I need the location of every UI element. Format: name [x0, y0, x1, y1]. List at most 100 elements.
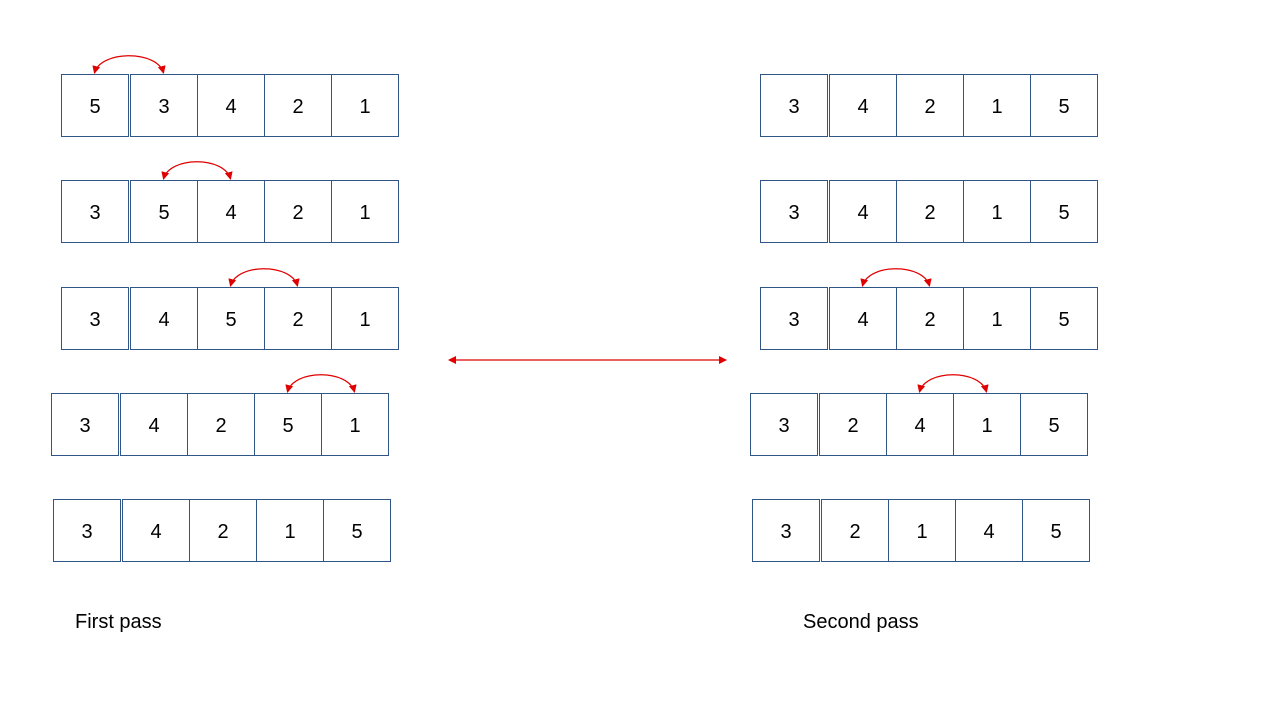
cell-box	[1030, 287, 1098, 350]
cell-value: 5	[351, 521, 362, 543]
cell-box	[51, 393, 119, 456]
cell-value: 2	[847, 415, 858, 437]
array-cell: 2	[264, 74, 332, 137]
array-cell: 2	[896, 74, 964, 137]
cell-value: 4	[150, 521, 161, 543]
cell-value: 4	[914, 415, 925, 437]
cell-box	[61, 180, 129, 243]
array-cell: 1	[963, 74, 1031, 137]
array-cell: 4	[829, 180, 897, 243]
array-cell: 5	[1030, 180, 1098, 243]
cell-box	[321, 393, 389, 456]
cell-box	[122, 499, 190, 562]
array-row: 3 4 2 1 5	[760, 268, 1098, 350]
cell-box	[963, 287, 1031, 350]
cell-value: 3	[79, 415, 90, 437]
cell-box	[264, 287, 332, 350]
cell-value: 1	[359, 309, 370, 331]
cell-box	[197, 180, 265, 243]
cell-value: 2	[292, 96, 303, 118]
cell-box	[189, 499, 257, 562]
cell-value: 5	[1058, 309, 1069, 331]
first-pass-label: First pass	[75, 611, 162, 633]
array-cell: 4	[122, 499, 190, 562]
cell-value: 5	[225, 309, 236, 331]
cell-value: 2	[849, 521, 860, 543]
array-cell: 3	[130, 74, 198, 137]
cell-value: 1	[991, 202, 1002, 224]
array-cell: 3	[51, 393, 119, 456]
cell-value: 5	[1048, 415, 1059, 437]
cell-box	[197, 287, 265, 350]
array-cell: 2	[189, 499, 257, 562]
array-cell: 3	[750, 393, 818, 456]
cell-value: 2	[217, 521, 228, 543]
array-cell: 2	[896, 180, 964, 243]
cell-value: 2	[924, 202, 935, 224]
array-cell: 5	[1030, 74, 1098, 137]
cell-box	[829, 74, 897, 137]
array-cell: 1	[953, 393, 1021, 456]
cell-box	[955, 499, 1023, 562]
cell-value: 2	[924, 96, 935, 118]
array-cell: 1	[963, 287, 1031, 350]
array-cell: 4	[955, 499, 1023, 562]
array-cell: 5	[1022, 499, 1090, 562]
cell-value: 3	[788, 96, 799, 118]
array-cell: 1	[331, 287, 399, 350]
cell-box	[130, 74, 198, 137]
cell-box	[254, 393, 322, 456]
cell-value: 3	[89, 202, 100, 224]
array-cell: 4	[829, 74, 897, 137]
cell-value: 3	[778, 415, 789, 437]
swap-arrow	[92, 55, 166, 74]
cell-box	[750, 393, 818, 456]
cell-value: 4	[857, 309, 868, 331]
cell-box	[963, 180, 1031, 243]
swap-arrow	[161, 161, 233, 180]
cell-value: 4	[857, 96, 868, 118]
cell-value: 3	[81, 521, 92, 543]
cell-value: 2	[292, 309, 303, 331]
array-cell: 3	[760, 180, 828, 243]
cell-box	[331, 287, 399, 350]
cell-value: 5	[158, 202, 169, 224]
array-cell: 4	[829, 287, 897, 350]
array-cell: 4	[886, 393, 954, 456]
cell-value: 2	[215, 415, 226, 437]
cell-value: 1	[359, 202, 370, 224]
cell-box	[61, 287, 129, 350]
cell-value: 2	[924, 309, 935, 331]
cell-box	[963, 74, 1031, 137]
array-cell: 1	[331, 74, 399, 137]
array-cell: 2	[264, 287, 332, 350]
array-cell: 3	[752, 499, 820, 562]
array-cell: 5	[130, 180, 198, 243]
swap-arrow	[860, 268, 932, 287]
array-cell: 3	[760, 287, 828, 350]
cell-value: 1	[284, 521, 295, 543]
cell-value: 5	[89, 96, 100, 118]
cell-value: 4	[148, 415, 159, 437]
array-cell: 1	[331, 180, 399, 243]
cell-value: 1	[359, 96, 370, 118]
cell-box	[1030, 74, 1098, 137]
cell-box	[821, 499, 889, 562]
swap-arrow	[285, 374, 357, 393]
cell-value: 4	[158, 309, 169, 331]
cell-box	[61, 74, 129, 137]
cell-box	[1020, 393, 1088, 456]
array-cell: 3	[61, 180, 129, 243]
cell-box	[760, 287, 828, 350]
array-cell: 5	[197, 287, 265, 350]
array-cell: 3	[760, 74, 828, 137]
cell-value: 3	[788, 309, 799, 331]
cell-box	[130, 180, 198, 243]
array-cell: 1	[888, 499, 956, 562]
